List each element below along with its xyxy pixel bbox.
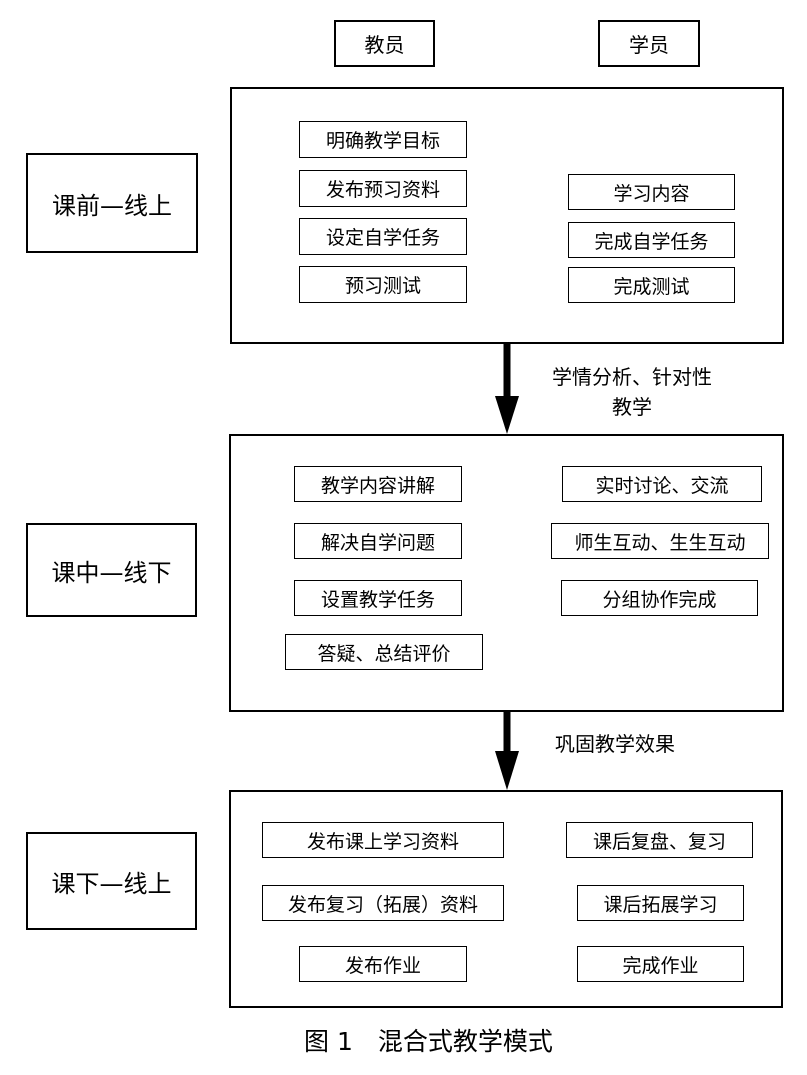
arrow-pre-to-in-class: [495, 344, 519, 434]
stage-label-pre-class: 课前—线上: [26, 153, 198, 253]
teacher-item: 发布复习（拓展）资料: [262, 885, 504, 921]
student-item: 课后拓展学习: [577, 885, 744, 921]
transition-note-1: 学情分析、针对性 教学: [532, 362, 732, 422]
arrow-in-to-after-class: [495, 712, 519, 790]
teacher-item: 设置教学任务: [294, 580, 462, 616]
transition-note-2: 巩固教学效果: [555, 729, 675, 759]
teacher-item: 教学内容讲解: [294, 466, 462, 502]
column-header-teacher: 教员: [334, 20, 435, 67]
student-item: 师生互动、生生互动: [551, 523, 769, 559]
transition-note-2-line1: 巩固教学效果: [555, 732, 675, 756]
student-item: 学习内容: [568, 174, 735, 210]
transition-note-1-line2: 教学: [612, 395, 652, 419]
column-header-student: 学员: [598, 20, 700, 67]
stage-label-after-class: 课下—线上: [26, 832, 197, 930]
student-item: 完成自学任务: [568, 222, 735, 258]
teacher-item: 发布作业: [299, 946, 467, 982]
teacher-item: 发布预习资料: [299, 170, 467, 207]
teacher-item: 明确教学目标: [299, 121, 467, 158]
stage-label-in-class: 课中—线下: [26, 523, 197, 617]
teacher-item: 设定自学任务: [299, 218, 467, 255]
student-item: 完成测试: [568, 267, 735, 303]
teacher-item: 发布课上学习资料: [262, 822, 504, 858]
teacher-item: 答疑、总结评价: [285, 634, 483, 670]
teacher-item: 预习测试: [299, 266, 467, 303]
student-item: 完成作业: [577, 946, 744, 982]
teacher-item: 解决自学问题: [294, 523, 462, 559]
student-item: 课后复盘、复习: [566, 822, 753, 858]
figure-caption: 图 1 混合式教学模式: [304, 1027, 553, 1056]
student-item: 实时讨论、交流: [562, 466, 762, 502]
student-item: 分组协作完成: [561, 580, 758, 616]
transition-note-1-line1: 学情分析、针对性: [552, 365, 712, 389]
